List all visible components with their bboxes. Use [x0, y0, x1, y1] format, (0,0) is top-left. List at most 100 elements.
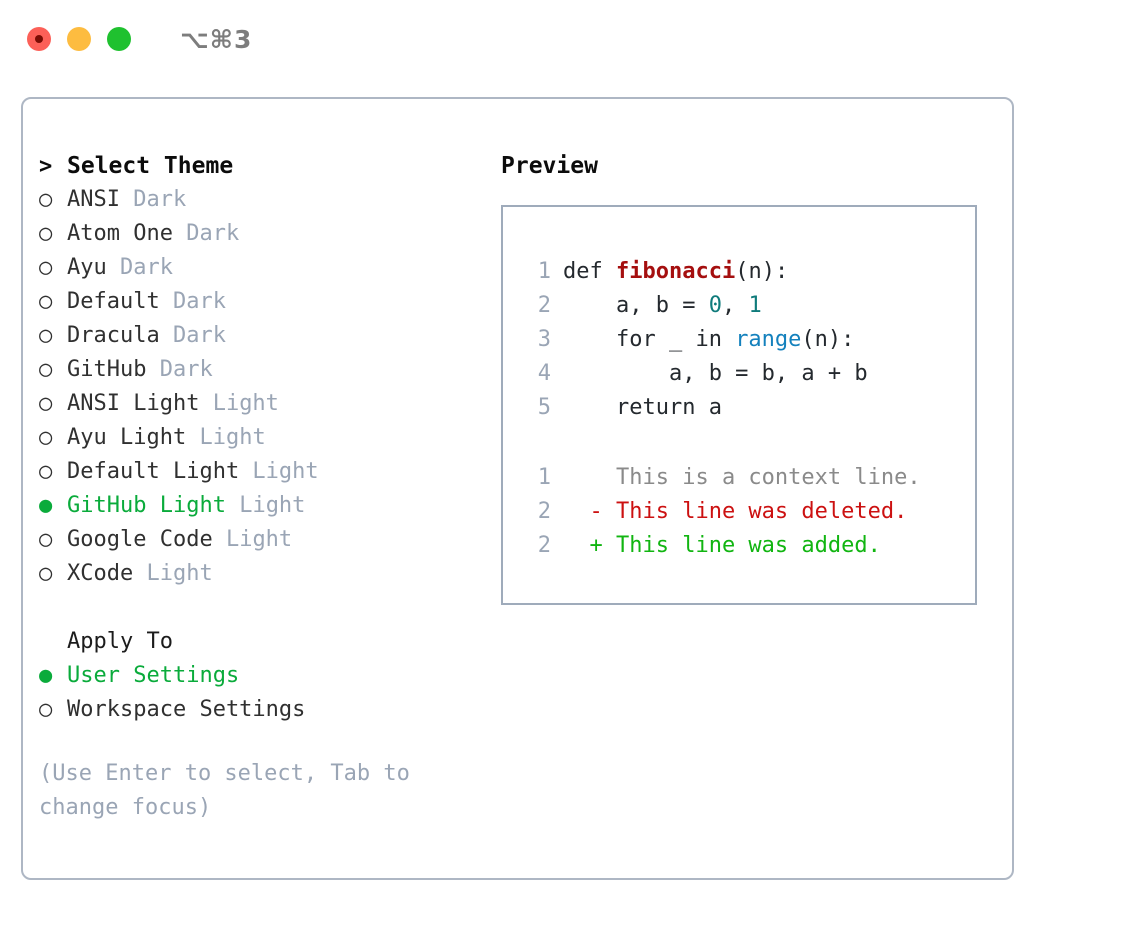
- theme-list-item[interactable]: ○ ANSI Light Light: [39, 387, 479, 421]
- theme-name-label: Google Code: [67, 527, 213, 552]
- theme-kind-label: Light: [212, 527, 293, 552]
- close-window-button[interactable]: [27, 27, 51, 51]
- diff-line-number: 2: [537, 533, 551, 558]
- diff-line: 2 - This line was deleted.: [521, 495, 975, 529]
- apply-to-heading: Apply To: [39, 625, 479, 659]
- radio-unselected-icon: ○: [39, 697, 53, 722]
- theme-list-item[interactable]: ○ Google Code Light: [39, 523, 479, 557]
- theme-kind-label: Dark: [119, 187, 187, 212]
- keyboard-shortcut-label: ⌥⌘3: [180, 24, 253, 54]
- theme-name-label: Atom One: [67, 221, 173, 246]
- theme-name-label: ANSI Light: [67, 391, 200, 416]
- theme-list-item[interactable]: ○ Atom One Dark: [39, 217, 479, 251]
- radio-unselected-icon: ○: [39, 187, 53, 212]
- code-line-number: 4: [537, 361, 551, 386]
- theme-selector-column: >Select Theme ○ANSI Dark○Atom One Dark○A…: [39, 149, 479, 825]
- theme-name-label: GitHub Light: [67, 493, 226, 518]
- code-line: 3 for _ in range(n):: [521, 323, 975, 357]
- apply-to-option[interactable]: ● User Settings: [39, 659, 479, 693]
- theme-list-item[interactable]: ○ XCode Light: [39, 557, 479, 591]
- radio-unselected-icon: ○: [39, 323, 53, 348]
- theme-applyto-spacer: [39, 591, 479, 625]
- apply-to-heading-label: Apply To: [67, 629, 173, 654]
- theme-name-label: Ayu Light: [67, 425, 187, 450]
- code-line-number: 1: [537, 259, 551, 284]
- theme-kind-label: Dark: [159, 323, 226, 348]
- theme-list: ○ANSI Dark○Atom One Dark○Ayu Dark○Defaul…: [39, 183, 479, 591]
- title-bar: ⌥⌘3: [0, 0, 1140, 78]
- code-token: return a: [563, 395, 722, 420]
- theme-kind-label: Dark: [159, 289, 226, 314]
- theme-kind-label: Light: [225, 493, 306, 518]
- code-diff-spacer: [521, 425, 975, 461]
- radio-unselected-icon: ○: [39, 527, 53, 552]
- select-theme-heading-label: Select Theme: [67, 153, 234, 179]
- theme-kind-label: Light: [199, 391, 279, 416]
- theme-name-label: Default Light: [67, 459, 240, 484]
- apply-to-indent: [39, 625, 67, 659]
- maximize-window-button[interactable]: [107, 27, 131, 51]
- code-line-number: 5: [537, 395, 551, 420]
- traffic-light-group: [27, 27, 131, 51]
- code-token: fibonacci: [615, 259, 736, 284]
- help-hint-text: (Use Enter to select, Tab to change focu…: [39, 761, 424, 820]
- theme-name-label: Dracula: [67, 323, 160, 348]
- theme-name-label: GitHub: [67, 357, 147, 382]
- theme-list-item[interactable]: ○ Default Light Light: [39, 455, 479, 489]
- apply-to-option[interactable]: ○ Workspace Settings: [39, 693, 479, 727]
- code-line-number: 2: [537, 293, 551, 318]
- diff-line: 1 This is a context line.: [521, 461, 975, 495]
- code-token: (n):: [801, 327, 855, 352]
- radio-selected-icon: ●: [39, 663, 53, 688]
- code-token: range: [735, 327, 802, 352]
- code-token: ,: [721, 293, 749, 318]
- theme-list-item[interactable]: ○ Ayu Dark: [39, 251, 479, 285]
- theme-name-label: Ayu: [67, 255, 107, 280]
- code-line: 2 a, b = 0, 1: [521, 289, 975, 323]
- code-line: 4 a, b = b, a + b: [521, 357, 975, 391]
- radio-unselected-icon: ○: [39, 391, 53, 416]
- theme-name-label: XCode: [67, 561, 134, 586]
- theme-kind-label: Light: [133, 561, 213, 586]
- diff-sign: +: [563, 533, 616, 558]
- theme-list-item[interactable]: ●GitHub Light Light: [39, 489, 479, 523]
- theme-list-item[interactable]: ○ Dracula Dark: [39, 319, 479, 353]
- code-token: (n):: [735, 259, 789, 284]
- radio-unselected-icon: ○: [39, 221, 53, 246]
- theme-list-item[interactable]: ○ANSI Dark: [39, 183, 479, 217]
- theme-kind-label: Dark: [106, 255, 173, 280]
- code-line: 5 return a: [521, 391, 975, 425]
- diff-line-number: 2: [537, 499, 551, 524]
- theme-list-item[interactable]: ○Ayu Light Light: [39, 421, 479, 455]
- theme-kind-label: Light: [239, 459, 319, 484]
- radio-unselected-icon: ○: [39, 289, 53, 314]
- radio-unselected-icon: ○: [39, 561, 53, 586]
- code-token: 0: [708, 293, 722, 318]
- theme-list-item[interactable]: ○GitHub Dark: [39, 353, 479, 387]
- diff-sign: -: [563, 499, 616, 524]
- help-spacer: [39, 727, 479, 743]
- radio-unselected-icon: ○: [39, 255, 53, 280]
- theme-kind-label: Dark: [172, 221, 240, 246]
- select-theme-heading: > Select Theme: [39, 149, 479, 183]
- preview-heading-label: Preview: [501, 153, 598, 179]
- theme-list-item[interactable]: ○Default Dark: [39, 285, 479, 319]
- diff-sample: 1 This is a context line.2 - This line w…: [521, 461, 975, 563]
- diff-line: 2 + This line was added.: [521, 529, 975, 563]
- diff-sign: [563, 461, 616, 495]
- theme-kind-label: Light: [186, 425, 266, 450]
- radio-unselected-icon: ○: [39, 459, 53, 484]
- code-token: a, b = b, a + b: [563, 361, 868, 386]
- prompt-caret-icon: >: [39, 154, 53, 179]
- diff-text: This is a context line.: [615, 465, 921, 490]
- code-token: def: [563, 259, 616, 284]
- code-line: 1 def fibonacci(n):: [521, 255, 975, 289]
- apply-to-option-label: Workspace Settings: [67, 697, 306, 722]
- diff-text: This line was added.: [615, 533, 881, 558]
- apply-to-option-label: User Settings: [67, 663, 240, 688]
- minimize-window-button[interactable]: [67, 27, 91, 51]
- code-token: a, b =: [563, 293, 709, 318]
